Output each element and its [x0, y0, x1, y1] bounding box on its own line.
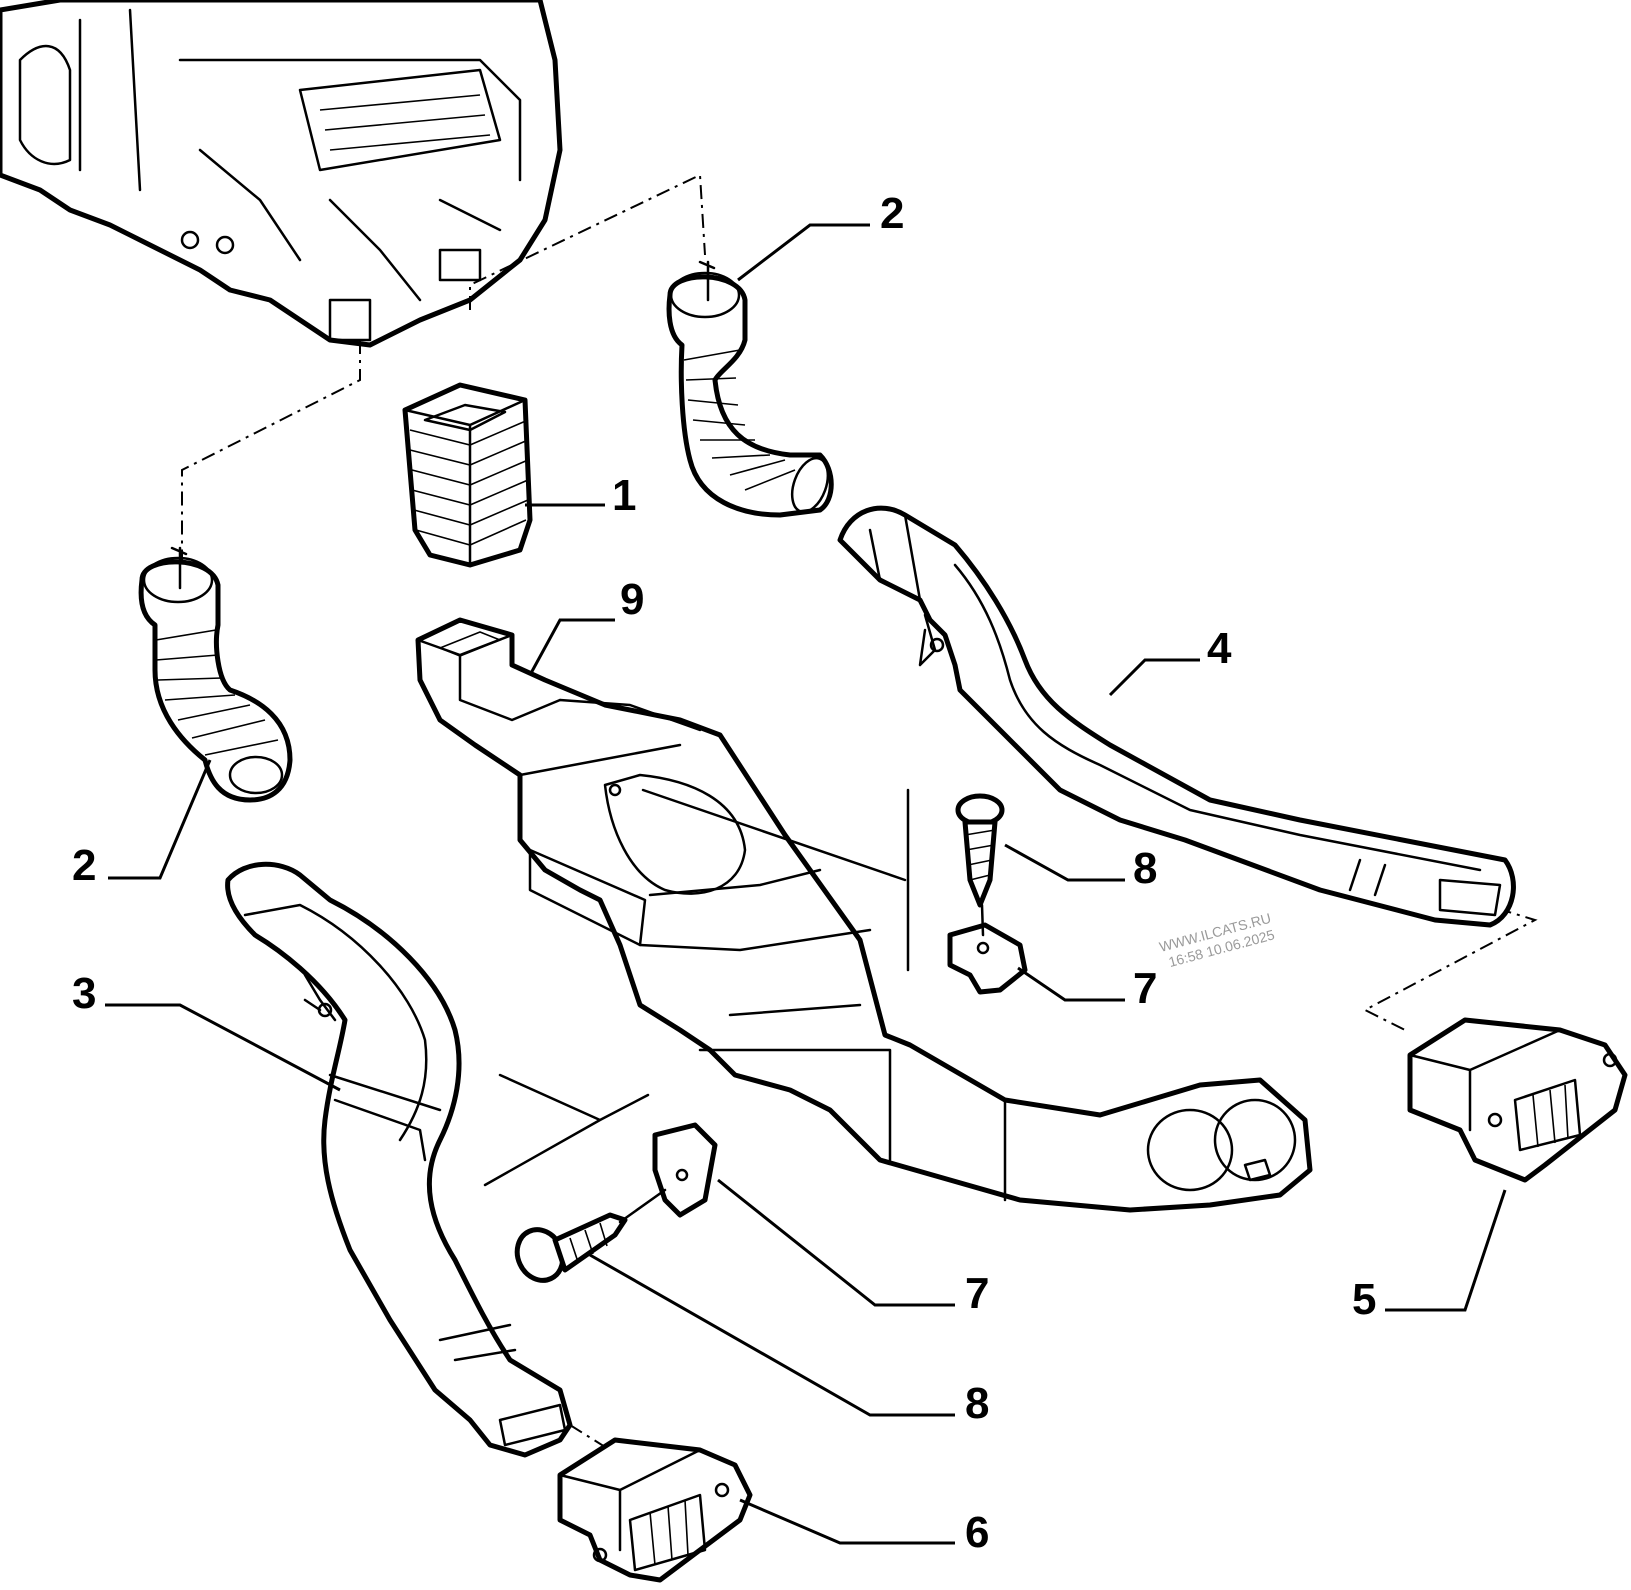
elbow-hose-part-2-left	[138, 546, 293, 803]
heater-unit-assembly	[0, 0, 563, 348]
bellows-part-1	[402, 382, 533, 568]
callout-7-upper: 7	[1133, 964, 1157, 1013]
callouts: 2 1 9 4 8 7 2 3 5 7 8 6	[72, 189, 1376, 1557]
callout-2-upper: 2	[880, 189, 904, 238]
long-duct-part-4	[837, 505, 1516, 928]
callout-6: 6	[965, 1508, 989, 1557]
callout-8-upper: 8	[1133, 844, 1157, 893]
leader-lines	[105, 223, 1507, 1545]
callout-3: 3	[72, 969, 96, 1018]
lower-duct-part-3	[225, 861, 573, 1458]
screw-part-8-upper	[955, 793, 1005, 937]
callout-9: 9	[620, 575, 644, 624]
screw-part-8-lower	[514, 1188, 667, 1283]
elbow-hose-part-2-right	[666, 260, 834, 518]
vent-outlet-part-5	[1407, 1017, 1628, 1183]
vent-outlet-part-6	[557, 1437, 753, 1583]
callout-1: 1	[612, 471, 636, 520]
callout-4: 4	[1207, 624, 1232, 673]
callout-5: 5	[1352, 1275, 1376, 1324]
callout-2-left: 2	[72, 841, 96, 890]
callout-8-lower: 8	[965, 1379, 989, 1428]
watermark: WWW.ILCATS.RU 16:58 10.06.2025	[1158, 910, 1277, 970]
clip-part-7-upper	[947, 922, 1028, 995]
callout-7-lower: 7	[965, 1269, 989, 1318]
section-lines	[483, 788, 910, 1187]
central-duct-part-9	[415, 617, 1313, 1213]
clip-part-7-lower	[652, 1122, 718, 1218]
